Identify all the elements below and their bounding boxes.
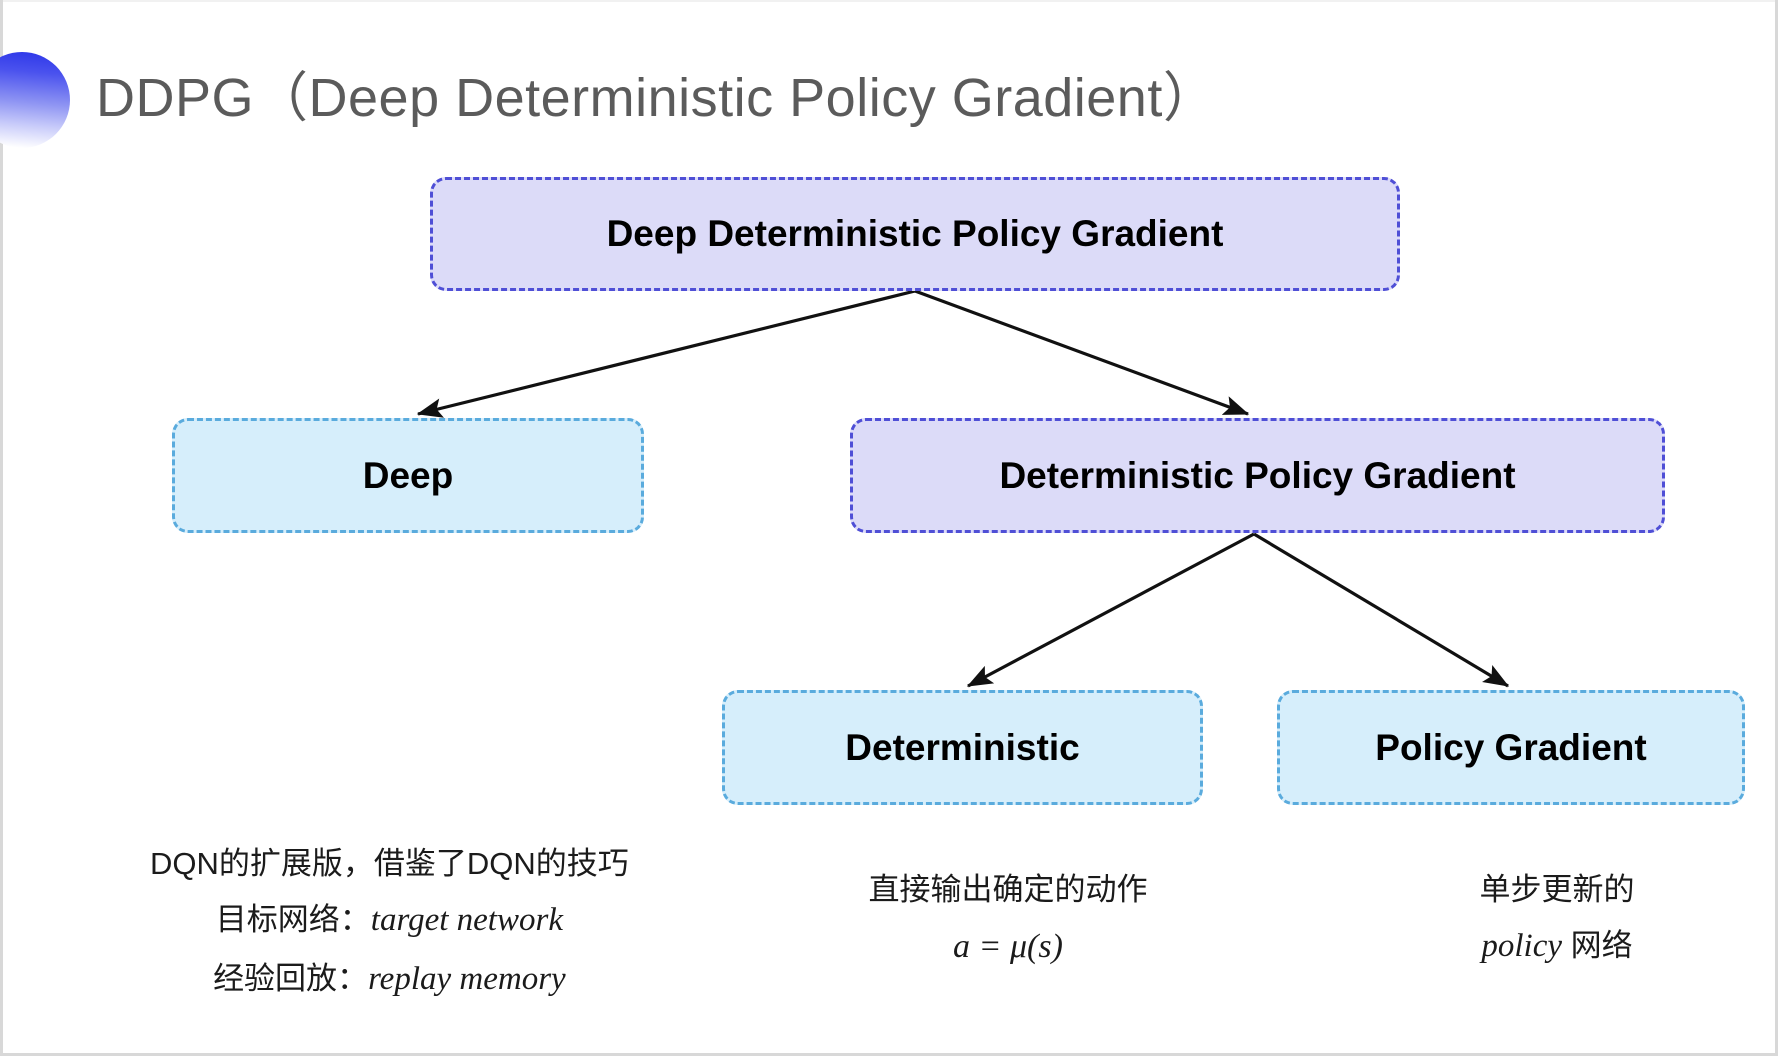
caption-policy-gradient-term: policy xyxy=(1481,928,1562,965)
edge-root-to-dpg xyxy=(914,289,1250,416)
diagram-node-dpg-label: Deterministic Policy Gradient xyxy=(999,454,1516,496)
edge-dpg-to-deterministic xyxy=(966,532,1255,688)
caption-deep: DQN的扩展版，借鉴了DQN的技巧 目标网络：target network 经验… xyxy=(150,836,629,1009)
slide-right-edge xyxy=(1775,0,1778,1056)
edge-dpg-to-policy-gradient xyxy=(1253,532,1510,688)
caption-deep-line2-term: target network xyxy=(370,902,563,939)
caption-deterministic-line1: 直接输出确定的动作 xyxy=(868,872,1148,907)
caption-deep-line3-term: replay memory xyxy=(368,960,566,997)
diagram-node-deterministic[interactable]: Deterministic xyxy=(722,690,1203,805)
caption-deterministic-formula: a = μ(s) xyxy=(953,928,1063,966)
caption-policy-gradient-line2: policy 网络 xyxy=(1412,917,1702,976)
caption-policy-gradient-line1: 单步更新的 xyxy=(1479,872,1635,907)
caption-policy-gradient: 单步更新的 policy 网络 xyxy=(1412,862,1702,976)
diagram-node-deep[interactable]: Deep xyxy=(172,418,644,533)
caption-deterministic: 直接输出确定的动作 a = μ(s) xyxy=(838,862,1178,978)
caption-deep-line2: 目标网络：target network xyxy=(150,891,629,950)
title-decoration-circle-icon xyxy=(0,52,70,148)
caption-policy-gradient-suffix xyxy=(1562,928,1571,963)
diagram-node-root[interactable]: Deep Deterministic Policy Gradient xyxy=(430,177,1400,291)
slide-bottom-edge xyxy=(0,1053,1778,1056)
caption-deep-line3-label: 经验回放： xyxy=(213,960,369,996)
edge-root-to-deep xyxy=(416,289,916,418)
diagram-node-root-label: Deep Deterministic Policy Gradient xyxy=(606,213,1224,254)
diagram-node-deep-label: Deep xyxy=(362,454,454,496)
caption-policy-gradient-suffix-text: 网络 xyxy=(1570,928,1633,964)
diagram-node-deterministic-label: Deterministic xyxy=(845,726,1080,768)
diagram-node-policy-gradient-label: Policy Gradient xyxy=(1375,726,1647,768)
slide-left-edge xyxy=(0,0,3,1056)
caption-deep-line2-label: 目标网络： xyxy=(215,902,371,938)
slide-top-edge xyxy=(0,0,1778,2)
page-title: DDPG（Deep Deterministic Policy Gradient） xyxy=(96,68,1218,128)
diagram-node-deterministic-policy-gradient[interactable]: Deterministic Policy Gradient xyxy=(850,418,1665,533)
caption-deep-line1: DQN的扩展版，借鉴了DQN的技巧 xyxy=(150,846,629,881)
caption-deep-line3: 经验回放：replay memory xyxy=(150,950,629,1009)
diagram-node-policy-gradient[interactable]: Policy Gradient xyxy=(1277,690,1745,805)
